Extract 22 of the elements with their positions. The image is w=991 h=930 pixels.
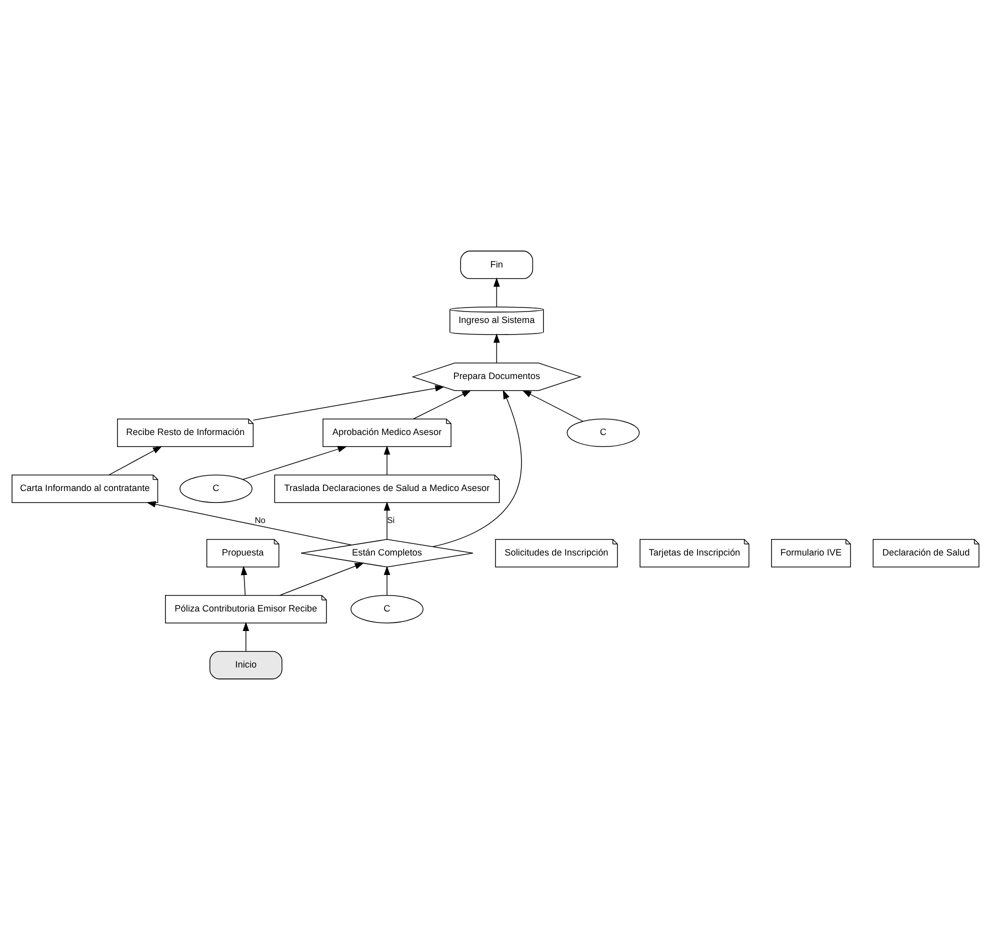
- node-ellipse: C: [350, 594, 424, 624]
- edge-label: Si: [387, 515, 395, 526]
- arrow: [242, 446, 347, 480]
- arrow: [384, 445, 390, 476]
- arrow: [522, 390, 584, 422]
- node-box: Inicio: [210, 650, 282, 680]
- edge-label: No: [254, 515, 266, 526]
- arrow: [240, 566, 248, 596]
- arrow: [493, 278, 500, 308]
- node-ellipse: C: [566, 418, 640, 447]
- node-diamond: Están Completos: [300, 539, 474, 568]
- arrow: [279, 562, 364, 596]
- node-box: Fin: [460, 250, 534, 280]
- arrow: [384, 566, 390, 596]
- arrow: [108, 446, 162, 476]
- arrow: [412, 390, 472, 420]
- node-ellipse: C: [180, 474, 252, 503]
- arrow: [242, 622, 250, 652]
- arrow: [432, 390, 522, 548]
- arrow: [493, 334, 500, 364]
- arrow: [384, 501, 390, 540]
- arrow: [252, 385, 444, 421]
